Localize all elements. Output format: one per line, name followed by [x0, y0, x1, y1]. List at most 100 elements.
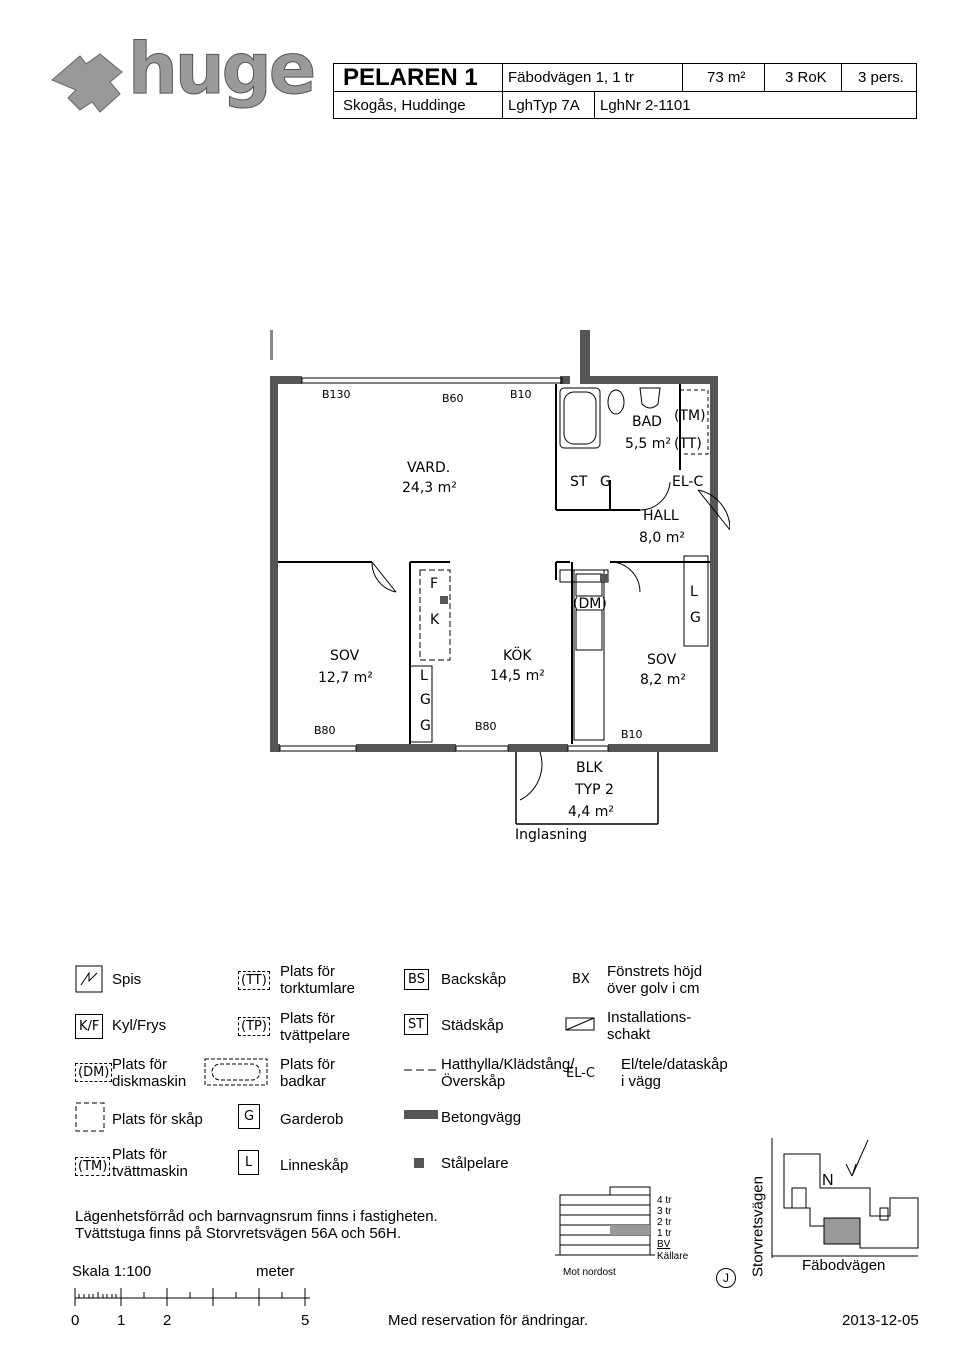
linen-mark: L — [690, 584, 698, 600]
project-name: PELAREN 1 — [343, 64, 478, 91]
fridge-freezer-symbol: K/F — [75, 1014, 104, 1039]
scale-tick: 1 — [117, 1312, 126, 1329]
room-name: SOV — [330, 648, 360, 664]
floor-label: BV — [657, 1239, 671, 1250]
area: 73 m² — [707, 69, 746, 86]
wardrobe-mark: G — [420, 718, 431, 734]
header-table — [333, 63, 917, 119]
street-horizontal: Fäbodvägen — [802, 1257, 886, 1274]
balcony-type: TYP 2 — [575, 782, 614, 798]
balcony-note: Inglasning — [515, 827, 588, 843]
logo: huge — [40, 28, 317, 122]
washer-mark: (TM) — [674, 408, 706, 424]
floor-label: 2 tr — [657, 1217, 672, 1228]
room-name: HALL — [643, 508, 679, 524]
scale-tick: 5 — [301, 1312, 310, 1329]
legend-label: Hatthylla/Klädstång/Överskåp — [441, 1056, 575, 1090]
window-height-label: B60 — [442, 392, 464, 405]
bathtub-icon — [204, 1058, 268, 1086]
dishwasher-mark: (DM) — [573, 596, 607, 612]
rooms: 3 RoK — [785, 69, 827, 86]
legend-label: Kyl/Frys — [112, 1017, 167, 1034]
scale-unit: meter — [256, 1263, 295, 1280]
scale-tick: 2 — [163, 1312, 172, 1329]
window-height-label: B130 — [322, 388, 351, 401]
scale-tick: 0 — [71, 1312, 80, 1329]
washer-symbol: (TM) — [75, 1157, 111, 1176]
wardrobe-symbol: G — [238, 1104, 261, 1129]
disclaimer: Med reservation för ändringar. — [388, 1312, 589, 1329]
scale-bar — [74, 1288, 310, 1306]
room-area: 24,3 m² — [402, 480, 457, 496]
electrical-cabinet-mark: EL-C — [672, 474, 704, 490]
hat-shelf-icon — [404, 1069, 438, 1071]
legend-label: Städskåp — [441, 1017, 504, 1034]
window-height-label: B80 — [475, 720, 497, 733]
electrical-cabinet-symbol: EL-C — [566, 1066, 595, 1081]
cabinet-icon — [75, 1102, 105, 1132]
legend-label: Backskåp — [441, 971, 507, 988]
linen-cupboard-symbol: L — [238, 1150, 260, 1175]
linen-mark: L — [420, 668, 428, 684]
legend-label: Garderob — [280, 1111, 344, 1128]
cleaning-cupboard-mark: ST — [570, 474, 588, 490]
room-area: 8,0 m² — [639, 530, 685, 546]
concrete-wall-swatch — [404, 1110, 438, 1119]
legend-label: Fönstrets höjd över golv i cm — [607, 963, 703, 997]
window-height-symbol: BX — [572, 972, 590, 987]
dryer-symbol: (TT) — [238, 971, 270, 990]
floor-label: 4 tr — [657, 1195, 672, 1206]
laundry-note: Tvättstuga finns på Storvretsvägen 56A o… — [75, 1225, 402, 1242]
balcony-area: 4,4 m² — [568, 804, 614, 820]
legend-label: Betongvägg — [441, 1109, 522, 1126]
window-height-label: B80 — [314, 724, 336, 737]
room-name: KÖK — [503, 648, 532, 664]
room-name: VARD. — [407, 460, 451, 476]
wardrobe-mark: G — [420, 692, 431, 708]
dryer-mark: (TT) — [674, 436, 702, 452]
floor-label: 1 tr — [657, 1228, 672, 1239]
steel-column-swatch — [414, 1158, 424, 1168]
backskap-symbol: BS — [404, 969, 429, 990]
legend-label: El/tele/dataskåp i vägg — [621, 1056, 728, 1090]
building-elevation — [555, 1186, 655, 1256]
legend-label: Plats för badkar — [280, 1056, 336, 1090]
floor-label: Källare — [657, 1251, 689, 1262]
wardrobe-mark: G — [600, 474, 611, 490]
north-label: N — [822, 1172, 834, 1189]
floor-label: 3 tr — [657, 1206, 672, 1217]
logo-text: huge — [127, 28, 316, 111]
window-height-label: B10 — [621, 728, 643, 741]
legend-label: Plats för diskmaskin — [112, 1056, 187, 1090]
washer-tower-symbol: (TP) — [238, 1017, 270, 1036]
legend-label: Linneskåp — [280, 1157, 349, 1174]
logo-mark-icon — [51, 53, 123, 113]
cleaning-cupboard-symbol: ST — [404, 1014, 429, 1035]
room-area: 8,2 m² — [640, 672, 686, 688]
fridge-mark: K — [430, 612, 440, 628]
storage-note: Lägenhetsförråd och barnvagnsrum finns i… — [75, 1208, 438, 1225]
room-area: 5,5 m² — [625, 436, 671, 452]
site-map — [771, 1138, 919, 1258]
window-height-label: B10 — [510, 388, 532, 401]
freezer-mark: F — [430, 576, 439, 592]
wardrobe-mark: G — [690, 610, 701, 626]
legend-label: Plats för tvättmaskin — [112, 1146, 188, 1180]
elevation-caption: Mot nordost — [563, 1267, 616, 1278]
persons: 3 pers. — [858, 69, 904, 86]
street-vertical: Storvretsvägen — [749, 1176, 767, 1277]
address: Fäbodvägen 1, 1 tr — [508, 69, 634, 86]
apt-number: LghNr 2-1101 — [600, 97, 691, 114]
legend-label: Spis — [112, 971, 142, 988]
concrete-walls — [270, 330, 718, 752]
plan-date: 2013-12-05 — [842, 1312, 919, 1329]
room-name: BAD — [632, 414, 662, 430]
location: Skogås, Huddinge — [343, 97, 466, 114]
room-area: 12,7 m² — [318, 670, 373, 686]
apt-type: LghTyp 7A — [508, 97, 580, 114]
legend-label: Plats för tvättpelare — [280, 1010, 351, 1044]
stove-icon — [75, 965, 103, 993]
installation-shaft-icon — [565, 1017, 595, 1031]
site-marker: J — [716, 1268, 736, 1288]
legend-label: Stålpelare — [441, 1155, 509, 1172]
